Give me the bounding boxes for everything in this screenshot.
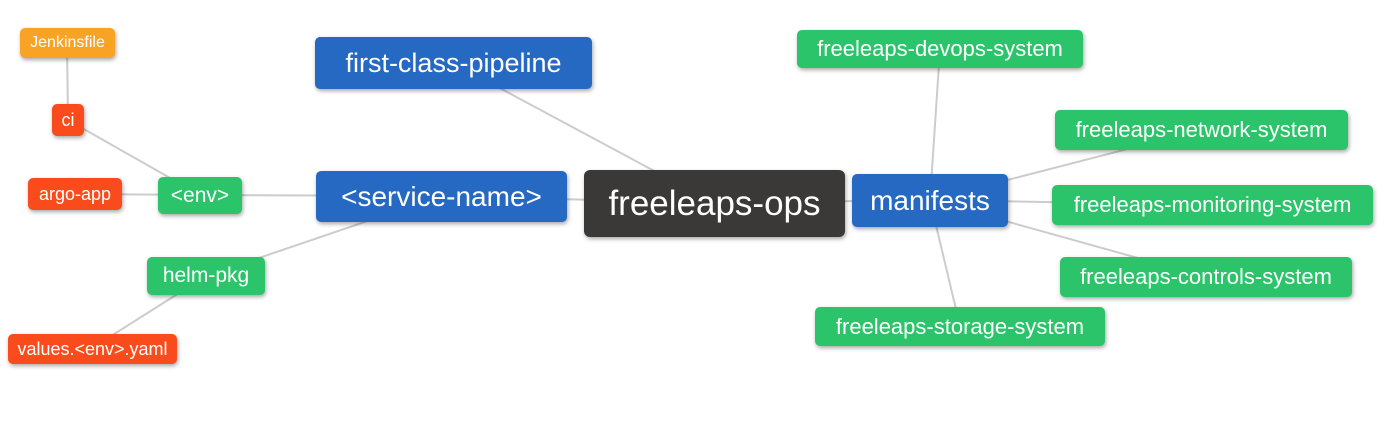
node-manifests[interactable]: manifests <box>852 174 1008 227</box>
node-first-class-pipeline[interactable]: first-class-pipeline <box>315 37 592 89</box>
node-freeleaps-controls-system[interactable]: freeleaps-controls-system <box>1060 257 1352 297</box>
node-service-name[interactable]: <service-name> <box>316 171 567 222</box>
node-jenkinsfile[interactable]: Jenkinsfile <box>20 28 115 58</box>
node-freeleaps-network-system[interactable]: freeleaps-network-system <box>1055 110 1348 150</box>
node-values-env-yaml[interactable]: values.<env>.yaml <box>8 334 177 364</box>
node-argo-app[interactable]: argo-app <box>28 178 122 210</box>
node-ci[interactable]: ci <box>52 104 84 136</box>
node-freeleaps-storage-system[interactable]: freeleaps-storage-system <box>815 307 1105 346</box>
node-freeleaps-ops-root[interactable]: freeleaps-ops <box>584 170 845 237</box>
node-helm-pkg[interactable]: helm-pkg <box>147 257 265 295</box>
node-freeleaps-devops-system[interactable]: freeleaps-devops-system <box>797 30 1083 68</box>
node-env[interactable]: <env> <box>158 177 242 214</box>
node-freeleaps-monitoring-system[interactable]: freeleaps-monitoring-system <box>1052 185 1373 225</box>
